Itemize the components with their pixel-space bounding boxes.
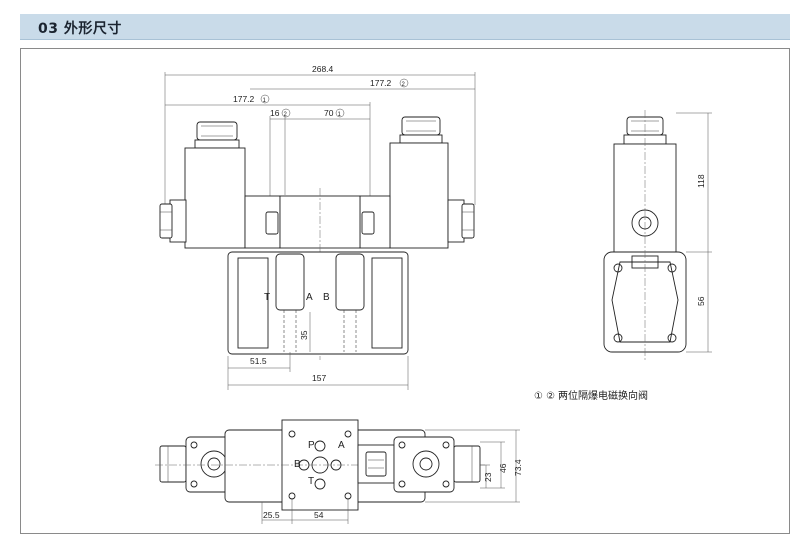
dim-solenoid-height: 118 bbox=[696, 174, 706, 188]
dim-solenoid-2-length: 177.2 bbox=[370, 78, 392, 88]
note-text: 两位隔爆电磁换向阀 bbox=[558, 389, 648, 402]
dim-solenoid-1-length: 177.2 bbox=[233, 94, 255, 104]
svg-text:1: 1 bbox=[338, 112, 342, 118]
top-view: P B A T 23 46 73.4 25.5 54 bbox=[155, 419, 523, 524]
legend-note: ① ② 两位隔爆电磁换向阀 bbox=[534, 389, 648, 402]
port-label-b: B bbox=[323, 292, 330, 303]
port-label-t: T bbox=[264, 292, 270, 303]
dim-overall-length: 268.4 bbox=[312, 64, 334, 74]
dim-top-height-mid: 46 bbox=[498, 463, 508, 473]
section-header: 03 外形尺寸 bbox=[20, 14, 790, 40]
dim-top-spacing-1: 25.5 bbox=[263, 510, 280, 520]
dim-port-offset: 51.5 bbox=[250, 356, 267, 366]
svg-text:2: 2 bbox=[284, 112, 288, 118]
note-markers: ① ② bbox=[534, 391, 555, 402]
dim-offset-1: 70 bbox=[324, 108, 334, 118]
dim-offset-2: 16 bbox=[270, 108, 280, 118]
top-port-label-p: P bbox=[308, 440, 315, 451]
dim-top-height-total: 73.4 bbox=[513, 459, 523, 476]
dim-port-height: 35 bbox=[299, 330, 309, 340]
dim-top-height-small: 23 bbox=[483, 472, 493, 482]
dim-body-width: 157 bbox=[312, 373, 326, 383]
svg-text:2: 2 bbox=[402, 82, 406, 88]
section-title: 03 外形尺寸 bbox=[38, 21, 122, 37]
top-port-label-t: T bbox=[308, 476, 314, 487]
dim-top-spacing-2: 54 bbox=[314, 510, 324, 520]
svg-text:1: 1 bbox=[263, 98, 267, 104]
top-port-label-b: B bbox=[294, 459, 301, 470]
top-port-label-a: A bbox=[338, 440, 345, 451]
port-label-a: A bbox=[306, 292, 313, 303]
front-view: 268.4 177.2 2 177.2 1 16 2 70 1 bbox=[159, 64, 476, 390]
side-view: 118 56 bbox=[603, 110, 712, 360]
drawing-frame bbox=[20, 48, 790, 534]
dim-body-height: 56 bbox=[696, 296, 706, 306]
